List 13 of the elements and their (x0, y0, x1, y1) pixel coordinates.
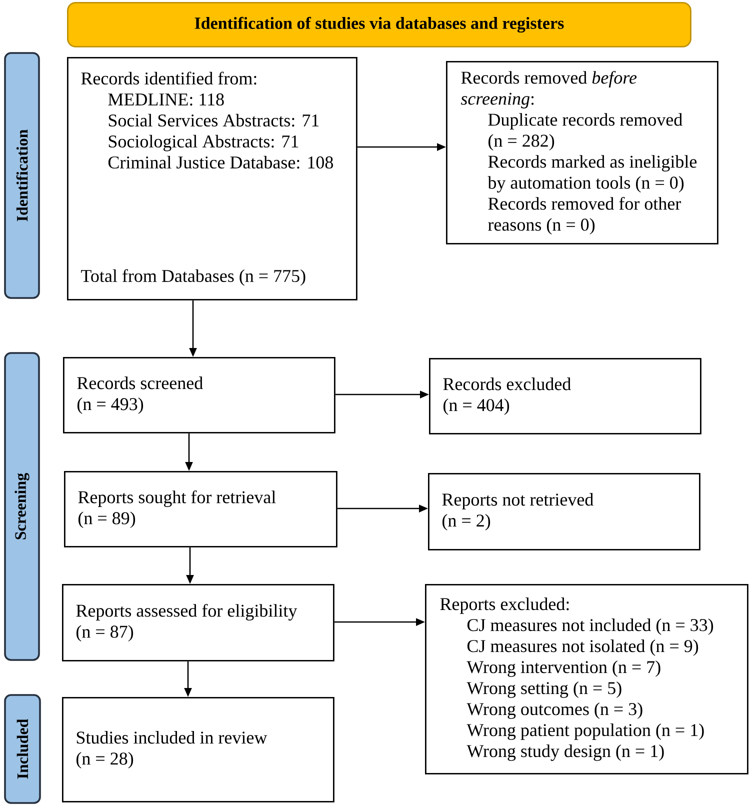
process-box: Reports not retrieved (n = 2) (428, 473, 700, 550)
process-box: Studies included in review (n = 28) (62, 697, 334, 802)
header-banner: Identification of studies via databases and registers (67, 2, 692, 48)
phase-band: Included (4, 694, 41, 804)
phase-band: Screening (4, 352, 40, 661)
process-box: Records excluded (n = 404) (429, 358, 702, 434)
process-box: Reports assessed for eligibility (n = 87) (62, 584, 334, 662)
phase-band: Identification (4, 52, 40, 299)
process-box: Reports excluded: CJ measures not included (n = 33) CJ measures not isolated (n = 9) Wrong intervention (n = 7) Wrong setting (n = 5) Wrong outcomes (n = 3) Wrong patient population (n = 1) Wrong study design (n = 1) (425, 584, 748, 774)
process-box: Records identified from: MEDLINE: 118 Social Services Abstracts: 71 Sociological Abstracts: 71 Criminal Justice Database: 108 Total from Databases (n = 775) (67, 57, 358, 300)
process-box: Records screened (n = 493) (63, 357, 336, 434)
process-box: Reports sought for retrieval (n = 89) (64, 471, 338, 548)
process-box: Records removed before screening: Duplicate records removed (n = 282) Records marked as ineligible by automation tools (n = 0) Records removed for other reasons (n = 0) (446, 61, 718, 244)
